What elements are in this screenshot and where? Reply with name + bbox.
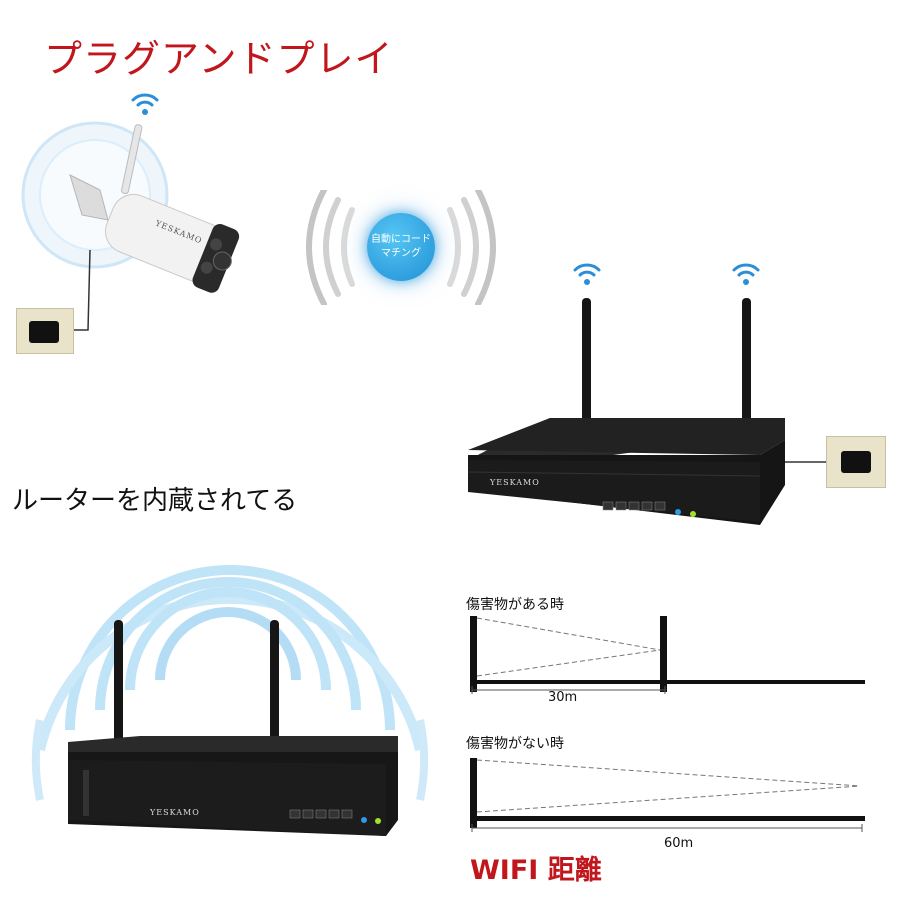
power-plug-icon bbox=[841, 451, 871, 473]
with-obstacle-diagram bbox=[470, 616, 865, 694]
wifi-icon bbox=[131, 93, 159, 115]
router-caption: ルーターを内蔵されてる bbox=[12, 486, 298, 516]
wifi-icon bbox=[732, 263, 760, 285]
auto-pairing-line2: マチング bbox=[381, 248, 421, 259]
wifi-distance-label: WIFI 距離 bbox=[470, 855, 602, 886]
nvr-top-illustration: YESKAMO bbox=[467, 263, 830, 525]
without-obstacle-distance: 60m bbox=[664, 836, 694, 851]
nvr-power-outlet bbox=[826, 436, 886, 488]
camera-illustration: YESKAMO bbox=[21, 93, 240, 331]
nvr-bottom-illustration: YESKAMO bbox=[31, 565, 429, 836]
wifi-rings bbox=[35, 565, 425, 752]
without-obstacle-diagram bbox=[470, 758, 865, 832]
headline: プラグアンドプレイ bbox=[44, 37, 394, 81]
auto-pairing-line1: 自動にコード bbox=[371, 234, 431, 245]
auto-pairing-badge: 自動にコード マチング bbox=[367, 213, 435, 281]
without-obstacle-label: 傷害物がない時 bbox=[466, 736, 564, 752]
wifi-icon bbox=[573, 263, 601, 285]
nvr-top-brand: YESKAMO bbox=[489, 478, 540, 487]
pairing-signal-waves bbox=[306, 190, 496, 305]
camera-power-outlet bbox=[16, 308, 74, 354]
power-plug-icon bbox=[29, 321, 59, 343]
with-obstacle-label: 傷害物がある時 bbox=[466, 597, 564, 613]
with-obstacle-distance: 30m bbox=[548, 690, 578, 705]
nvr-bottom-brand: YESKAMO bbox=[149, 808, 200, 817]
